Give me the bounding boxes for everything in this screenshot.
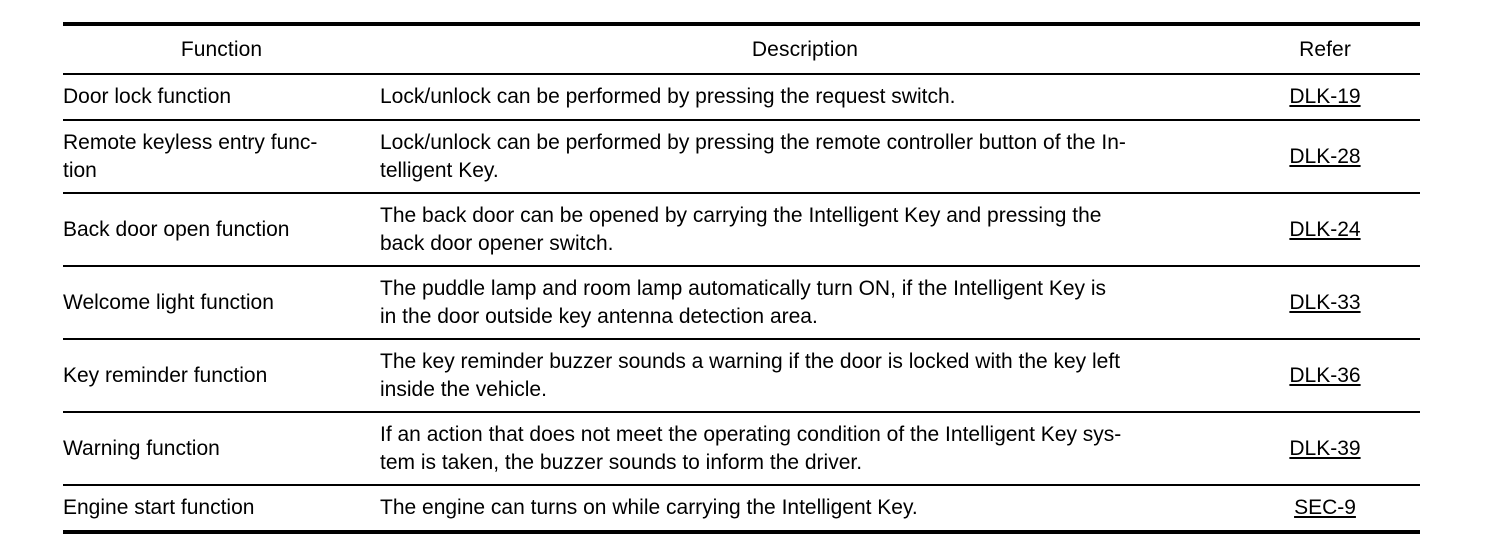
cell-description: The key reminder buzzer sounds a warning… bbox=[380, 338, 1230, 412]
column-header-refer: Refer bbox=[1230, 22, 1420, 74]
cell-refer: DLK-28 bbox=[1230, 119, 1420, 193]
function-label-line1: Back door open function bbox=[63, 217, 290, 241]
table-row: Remote keyless entry func- tion Lock/unl… bbox=[63, 119, 1420, 193]
refer-link[interactable]: DLK-36 bbox=[1289, 363, 1361, 387]
column-header-function: Function bbox=[63, 22, 380, 74]
cell-function: Back door open function bbox=[63, 192, 380, 266]
description-line2: back door opener switch. bbox=[380, 231, 614, 255]
table-row: Key reminder function The key reminder b… bbox=[63, 338, 1420, 412]
function-label-line2: tion bbox=[63, 158, 97, 182]
description-line2: tem is taken, the buzzer sounds to infor… bbox=[380, 450, 863, 474]
cell-function: Door lock function bbox=[63, 73, 380, 120]
description-line1: The puddle lamp and room lamp automatica… bbox=[380, 277, 1107, 301]
description-line1: If an action that does not meet the oper… bbox=[380, 423, 1122, 447]
function-label-line1: Welcome light function bbox=[63, 290, 274, 314]
function-label-line1: Door lock function bbox=[63, 85, 232, 109]
cell-function: Remote keyless entry func- tion bbox=[63, 119, 380, 193]
description-line1: The back door can be opened by carrying … bbox=[380, 204, 1102, 228]
refer-link[interactable]: DLK-24 bbox=[1289, 217, 1361, 241]
cell-function: Welcome light function bbox=[63, 265, 380, 339]
column-header-description: Description bbox=[380, 22, 1230, 74]
cell-description: The puddle lamp and room lamp automatica… bbox=[380, 265, 1230, 339]
function-label-line1: Engine start function bbox=[63, 496, 255, 520]
cell-refer: DLK-24 bbox=[1230, 192, 1420, 266]
table-row: Back door open function The back door ca… bbox=[63, 192, 1420, 266]
description-line2: telligent Key. bbox=[380, 158, 499, 182]
cell-refer: SEC-9 bbox=[1230, 484, 1420, 534]
description-line2: inside the vehicle. bbox=[380, 377, 547, 401]
description-line1: The engine can turns on while carrying t… bbox=[380, 496, 918, 520]
description-line1: The key reminder buzzer sounds a warning… bbox=[380, 350, 1121, 374]
function-label-line1: Warning function bbox=[63, 436, 220, 460]
function-label-line1: Remote keyless entry func- bbox=[63, 131, 318, 155]
function-label-line1: Key reminder function bbox=[63, 363, 268, 387]
table-row: Engine start function The engine can tur… bbox=[63, 484, 1420, 534]
description-line2: in the door outside key antenna detectio… bbox=[380, 304, 818, 328]
refer-link[interactable]: SEC-9 bbox=[1294, 496, 1356, 519]
description-line1: Lock/unlock can be performed by pressing… bbox=[380, 131, 1126, 155]
table-row: Door lock function Lock/unlock can be pe… bbox=[63, 73, 1420, 120]
refer-link[interactable]: DLK-28 bbox=[1289, 144, 1361, 168]
cell-description: The engine can turns on while carrying t… bbox=[380, 484, 1230, 534]
table-header: Function Description Refer bbox=[63, 22, 1420, 74]
refer-link[interactable]: DLK-39 bbox=[1289, 436, 1361, 460]
table-header-row: Function Description Refer bbox=[63, 22, 1420, 74]
table-body: Door lock function Lock/unlock can be pe… bbox=[63, 73, 1420, 534]
table-row: Welcome light function The puddle lamp a… bbox=[63, 265, 1420, 339]
table-row: Warning function If an action that does … bbox=[63, 411, 1420, 485]
cell-refer: DLK-19 bbox=[1230, 73, 1420, 120]
cell-function: Key reminder function bbox=[63, 338, 380, 412]
cell-description: Lock/unlock can be performed by pressing… bbox=[380, 119, 1230, 193]
cell-function: Engine start function bbox=[63, 484, 380, 534]
cell-refer: DLK-33 bbox=[1230, 265, 1420, 339]
refer-link[interactable]: DLK-19 bbox=[1289, 85, 1361, 108]
cell-refer: DLK-36 bbox=[1230, 338, 1420, 412]
refer-link[interactable]: DLK-33 bbox=[1289, 290, 1361, 314]
cell-refer: DLK-39 bbox=[1230, 411, 1420, 485]
intelligent-key-function-table: Function Description Refer Door lock fun… bbox=[63, 22, 1420, 534]
cell-description: The back door can be opened by carrying … bbox=[380, 192, 1230, 266]
cell-description: Lock/unlock can be performed by pressing… bbox=[380, 73, 1230, 120]
cell-function: Warning function bbox=[63, 411, 380, 485]
cell-description: If an action that does not meet the oper… bbox=[380, 411, 1230, 485]
description-line1: Lock/unlock can be performed by pressing… bbox=[380, 85, 956, 109]
